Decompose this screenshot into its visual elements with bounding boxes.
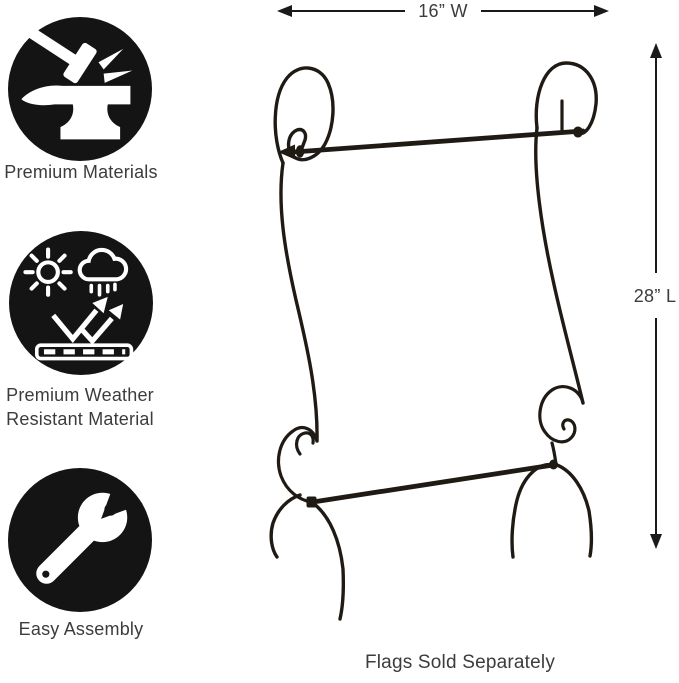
weather-resistant-icon — [23, 247, 134, 361]
feature-label-premium-materials: Premium Materials — [4, 162, 158, 182]
width-dimension-arrow — [277, 5, 609, 17]
feature-badge-premium-materials — [8, 17, 152, 161]
feature-label-easy-assembly: Easy Assembly — [18, 619, 144, 639]
height-dimension-arrow — [650, 43, 662, 549]
wrench-icon — [36, 477, 143, 584]
width-dimension-label: 16” W — [418, 1, 468, 21]
feature-badge-easy-assembly — [8, 468, 152, 612]
feature-badge-weather-resistant — [9, 231, 153, 375]
length-dimension-label: 28” L — [633, 286, 677, 306]
feature-label-weather-resistant: Premium Weather Resistant Material — [0, 383, 160, 431]
caption-flags-sold-separately: Flags Sold Separately — [364, 652, 556, 673]
feature-label-line-2: Resistant Material — [6, 409, 154, 429]
feature-label-line-1: Premium Weather — [6, 385, 154, 405]
flag-stand-illustration — [269, 61, 598, 621]
anvil-hammer-icon — [21, 26, 133, 140]
